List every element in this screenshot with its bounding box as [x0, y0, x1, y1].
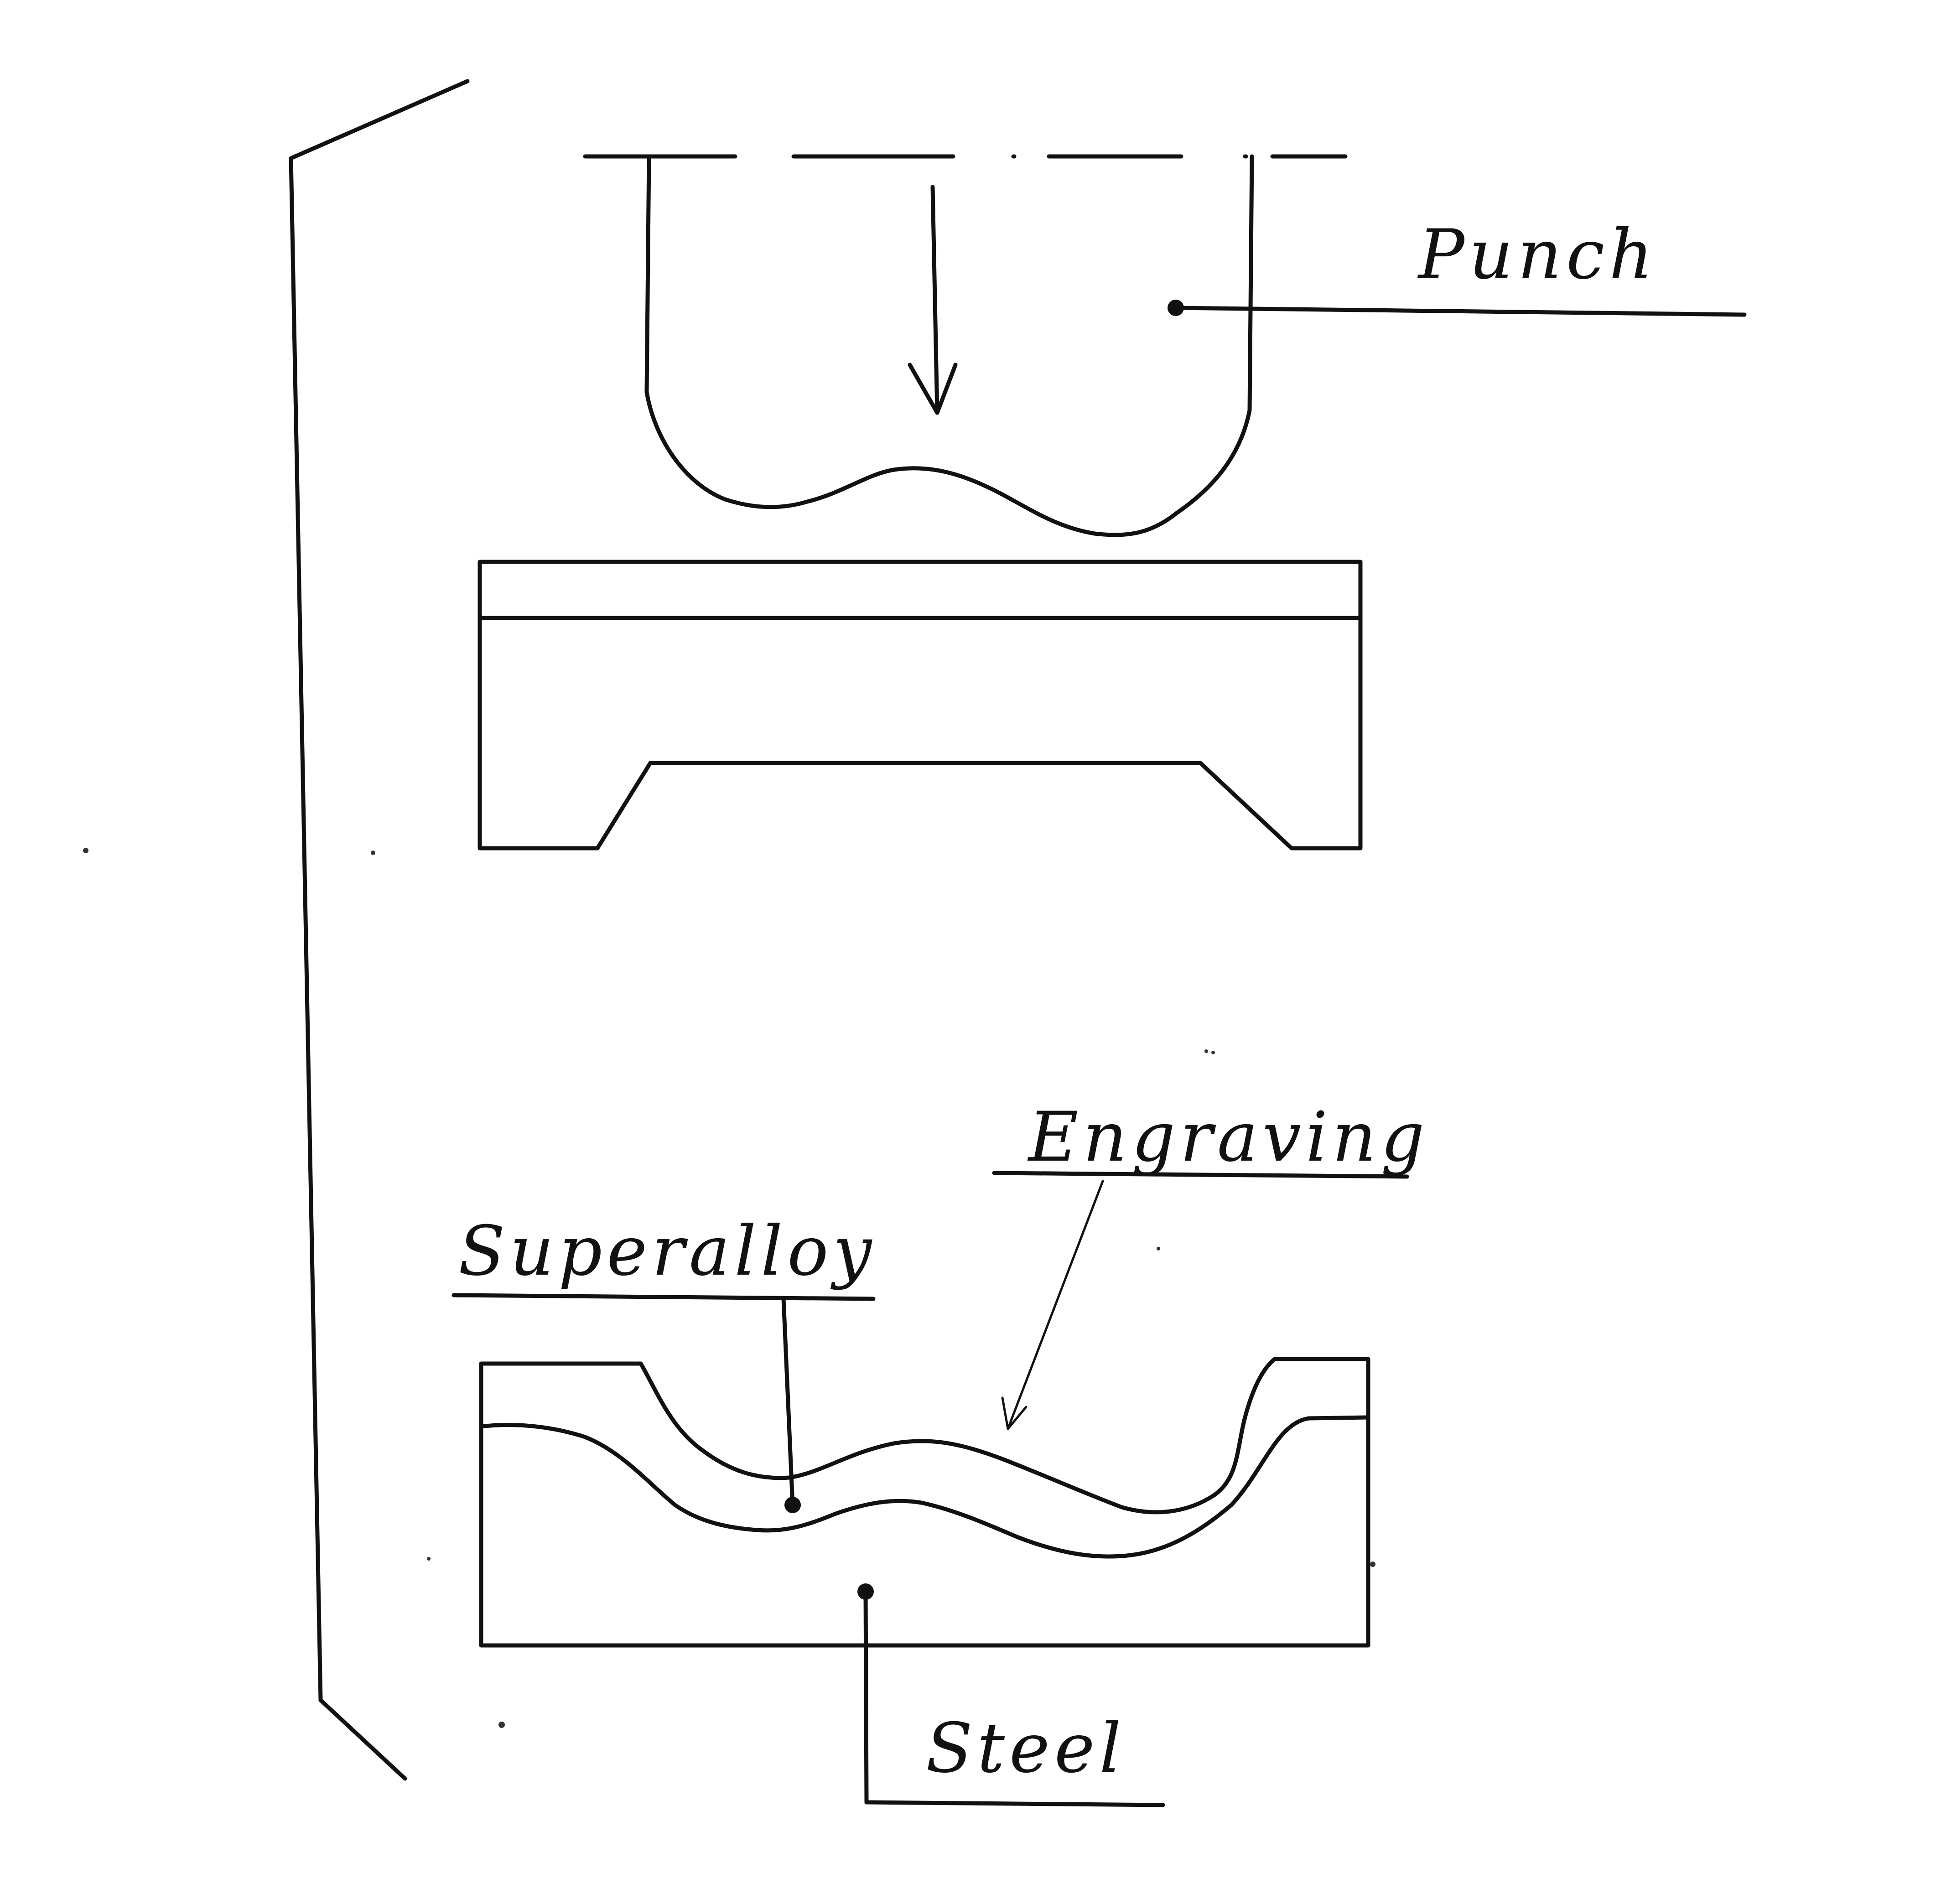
- engraving-callout: Engraving: [992, 1098, 1429, 1430]
- press-direction-arrow-icon: [908, 185, 958, 415]
- superalloy-layer: [479, 1415, 1370, 1559]
- steel-label: Steel: [926, 1709, 1126, 1788]
- lower-die-formed: [479, 1357, 1370, 1648]
- steel-callout: Steel: [857, 1583, 1165, 1807]
- punch: [644, 154, 1254, 537]
- punch-label: Punch: [1417, 215, 1658, 295]
- superalloy-label: Superalloy: [458, 1212, 876, 1291]
- superalloy-callout: Superalloy: [452, 1212, 876, 1513]
- press-frame: [289, 79, 470, 1781]
- upper-die-blank: [477, 560, 1363, 851]
- punch-callout: Punch: [1168, 215, 1747, 317]
- engraving-label: Engraving: [1027, 1098, 1429, 1177]
- scan-specks: [83, 848, 1375, 1728]
